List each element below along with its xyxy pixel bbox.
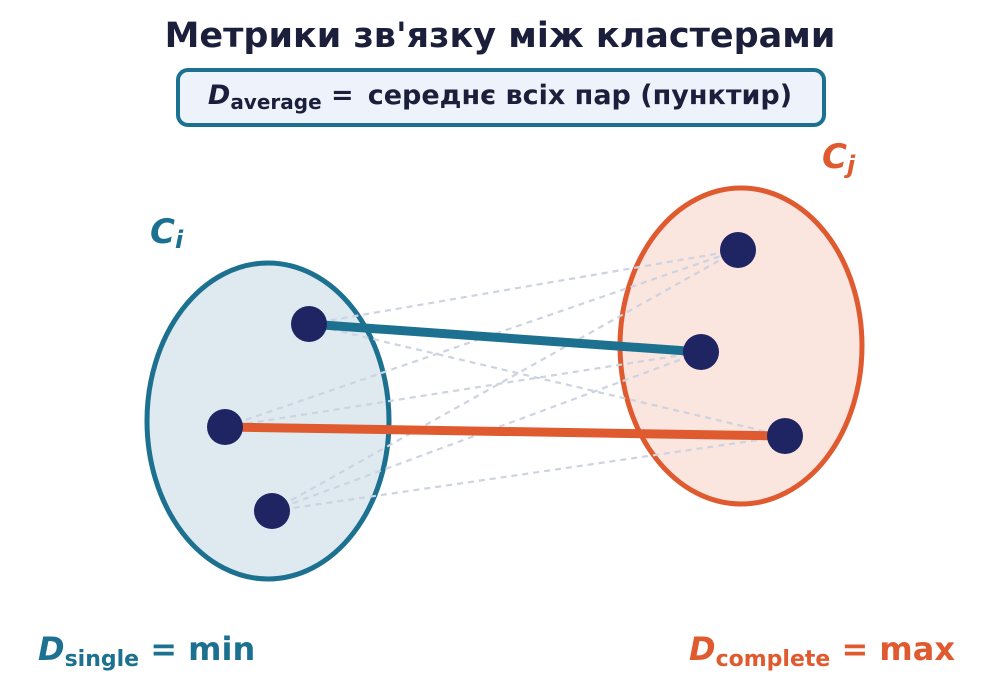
complete-symbol: D — [689, 630, 716, 668]
average-equals: = — [322, 80, 354, 111]
average-formula: Daverage = середнє всіх пар (пунктир) — [208, 80, 792, 114]
cluster-j-label: Cj — [822, 137, 856, 179]
cluster-i-point — [291, 306, 327, 342]
single-rhs: = min — [139, 630, 255, 668]
pair-line — [224, 248, 739, 429]
complete-linkage-line — [220, 422, 790, 441]
single-subscript: single — [65, 647, 140, 672]
average-formula-box — [176, 68, 826, 127]
average-subscript: average — [230, 90, 321, 114]
average-description: середнє всіх пар (пунктир) — [368, 80, 792, 111]
pair-line — [271, 434, 786, 513]
average-symbol: D — [208, 80, 230, 111]
pair-line — [224, 350, 702, 429]
cluster-i-ellipse — [144, 260, 392, 582]
cluster-i-label: Ci — [150, 212, 184, 254]
single-symbol: D — [38, 630, 65, 668]
pair-line — [308, 322, 786, 438]
cluster-i-point — [207, 409, 243, 445]
cluster-j-letter: C — [822, 137, 847, 177]
cluster-j-point — [683, 334, 719, 370]
cluster-j-point — [767, 418, 803, 454]
average-pair-lines — [224, 248, 786, 513]
single-linkage-line — [304, 319, 706, 357]
pair-line — [271, 249, 739, 512]
complete-linkage-label: Dcomplete = max — [689, 630, 955, 672]
cluster-i-letter: C — [150, 212, 175, 252]
points — [207, 232, 803, 529]
cluster-j-subscript: j — [843, 151, 856, 179]
complete-subscript: complete — [716, 647, 831, 672]
complete-rhs: = max — [830, 630, 955, 668]
cluster-i-subscript: i — [175, 226, 184, 254]
page-title: Метрики зв'язку між кластерами — [165, 16, 836, 56]
cluster-j-point — [720, 232, 756, 268]
cluster-i-point — [254, 493, 290, 529]
single-linkage-label: Dsingle = min — [38, 630, 255, 672]
